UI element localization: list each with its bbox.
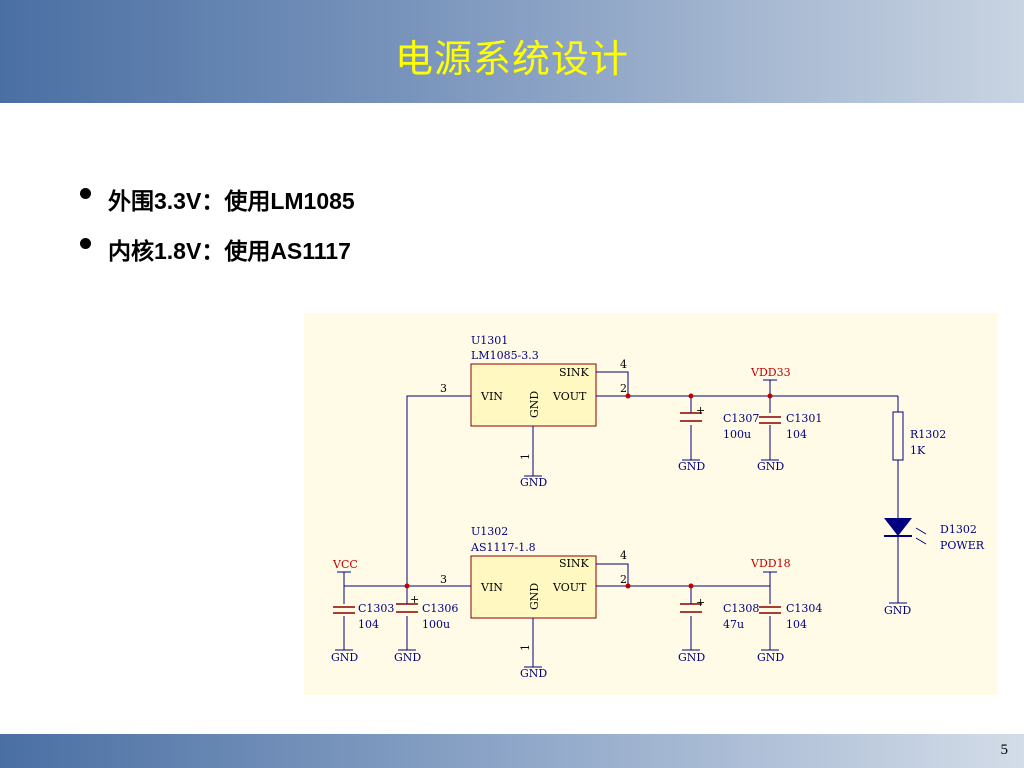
u1301-sink-label: SINK: [559, 366, 590, 379]
junctions-bottom: [404, 583, 694, 589]
c1307-ref: C1307: [723, 412, 759, 425]
u1302-gnd-symbol: GND: [520, 667, 547, 680]
junctions-top: [625, 393, 773, 399]
u1302-ref: U1302: [471, 525, 508, 538]
u1301-gnd-label: GND: [528, 391, 541, 418]
u1301-gnd-symbol: GND: [520, 476, 547, 489]
regulator-u1301: U1301 LM1085-3.3 VIN VOUT SINK GND 3 2 4…: [440, 334, 627, 460]
u1302-gnd-label: GND: [528, 583, 541, 610]
r1302-value: 1K: [910, 444, 926, 457]
c1308-value: 47u: [723, 618, 744, 631]
capacitor-c1307: [680, 412, 702, 422]
u1301-pin3: 3: [440, 382, 447, 395]
schematic-background: [304, 313, 997, 695]
u1301-pin2: 2: [620, 382, 627, 395]
u1302-pin1: 1: [519, 644, 532, 651]
c1304-ref: C1304: [786, 602, 822, 615]
u1301-vout-label: VOUT: [552, 390, 587, 403]
r1302-ref: R1302: [910, 428, 946, 441]
title-banner: 电源系统设计: [0, 0, 1024, 103]
resistor-r1302: [892, 411, 904, 461]
u1302-vout-label: VOUT: [552, 581, 587, 594]
led-d1302-icon: [884, 518, 927, 545]
u1302-pin2: 2: [620, 573, 627, 586]
u1301-part: LM1085-3.3: [471, 349, 539, 362]
wires-top: [406, 371, 907, 604]
c1301-gnd: GND: [757, 460, 784, 473]
footer-bar: 5: [0, 734, 1024, 768]
c1308-gnd: GND: [678, 651, 705, 664]
c1307-plus: +: [696, 404, 705, 417]
bullet-dot-icon: [80, 188, 91, 199]
c1304-value: 104: [786, 618, 807, 631]
c1306-gnd: GND: [394, 651, 421, 664]
c1308-plus: +: [696, 596, 705, 609]
capacitor-c1301: [759, 416, 781, 424]
u1302-pin3: 3: [440, 573, 447, 586]
bullet-text: 内核1.8V：使用AS1117: [108, 238, 351, 264]
bullet-dot-icon: [80, 238, 91, 249]
u1301-vin-label: VIN: [480, 390, 503, 403]
net-vdd33: VDD33: [750, 366, 791, 379]
c1307-gnd: GND: [678, 460, 705, 473]
u1301-pin4: 4: [620, 358, 627, 371]
c1308-ref: C1308: [723, 602, 759, 615]
c1301-ref: C1301: [786, 412, 822, 425]
c1303-gnd: GND: [331, 651, 358, 664]
u1301-pin1: 1: [519, 453, 532, 460]
u1302-sink-label: SINK: [559, 557, 590, 570]
net-vcc: VCC: [332, 558, 358, 571]
u1302-part: AS1117-1.8: [470, 541, 536, 554]
c1304-gnd: GND: [757, 651, 784, 664]
capacitor-c1304: [759, 606, 781, 614]
slide-title: 电源系统设计: [394, 37, 629, 81]
capacitor-c1308: [680, 603, 702, 613]
c1306-plus: +: [410, 593, 419, 606]
c1306-value: 100u: [422, 618, 450, 631]
c1303-value: 104: [358, 618, 379, 631]
u1302-vin-label: VIN: [480, 581, 503, 594]
c1303-ref: C1303: [358, 602, 394, 615]
page-number: 5: [1000, 742, 1009, 758]
capacitor-c1303: [333, 606, 355, 614]
c1306-ref: C1306: [422, 602, 458, 615]
u1302-pin4: 4: [620, 549, 627, 562]
c1307-value: 100u: [723, 428, 751, 441]
net-vdd18: VDD18: [750, 557, 791, 570]
d1302-gnd: GND: [884, 604, 911, 617]
regulator-u1302: U1302 AS1117-1.8 VIN VOUT SINK GND 3 2 4…: [440, 525, 627, 651]
capacitor-c1306: [396, 603, 418, 613]
u1301-ref: U1301: [471, 334, 508, 347]
c1301-value: 104: [786, 428, 807, 441]
d1302-ref: D1302: [940, 523, 977, 536]
bullet-text: 外围3.3V：使用LM1085: [108, 188, 355, 214]
d1302-value: POWER: [940, 539, 985, 552]
